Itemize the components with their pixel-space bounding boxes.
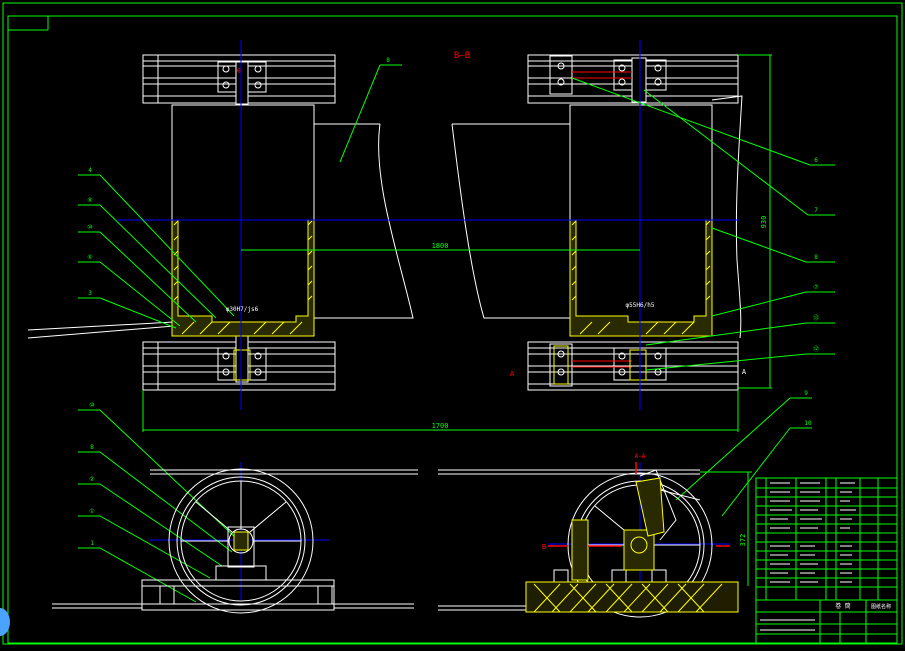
callout-label: 6: [814, 157, 818, 164]
section-label: B—B: [454, 51, 470, 61]
callout-label: ⑩: [89, 402, 94, 409]
title-block-text-rows: [760, 482, 856, 631]
callout-label: 9: [804, 390, 808, 397]
dimension-lines: [142, 54, 772, 586]
cursor-handle-icon[interactable]: [0, 608, 10, 636]
section-marker-right: A: [742, 368, 747, 376]
leader-lines: [78, 64, 835, 603]
title-block-name: 卷 筒: [835, 602, 851, 610]
bolt-group-top-left: [222, 65, 262, 376]
bottom-right-wheel: [438, 469, 739, 618]
callout-label: ⑩: [87, 224, 92, 231]
bottom-left-wheel: [52, 468, 418, 614]
callout-label: 7: [814, 207, 818, 214]
dimension-bottom-height: 372: [739, 534, 747, 547]
base-hatch-right: [525, 477, 739, 613]
callout-label: 8: [386, 57, 390, 64]
dimension-right-height: 930: [760, 216, 768, 229]
section-marker-b: B: [542, 543, 546, 551]
callout-label: ⑬: [813, 314, 819, 322]
top-left-assembly: [27, 54, 414, 391]
top-right-assembly: [451, 54, 743, 391]
callout-label: 3: [88, 290, 92, 297]
callout-label: 8: [90, 444, 94, 451]
callout-label: 4: [88, 167, 92, 174]
title-block-grid: [755, 477, 898, 644]
callout-label: ①: [89, 508, 94, 515]
section-line-red-bottom: [548, 462, 730, 547]
dimension-top-width: 1800: [432, 242, 449, 250]
callout-label: 10: [804, 420, 812, 427]
callout-label: ⑦: [813, 284, 818, 291]
drum-wall-left-hatch: [171, 219, 315, 381]
callout-label: ⑫: [813, 345, 819, 353]
bearing-mark-red: ⊕: [237, 66, 242, 75]
section-marker-aa: A-A: [635, 453, 646, 460]
callout-label: ⑧: [87, 197, 92, 204]
bolt-group-top-right: [557, 62, 662, 376]
callout-labels: 8 6 7 8 4 ⑧ ⑩ ⑥ 3 ⑦ ⑬ ⑫ ⑩ 8 ② ① 1 9 10: [87, 57, 819, 547]
fit-tolerance-right: φ55H6/h5: [626, 302, 655, 309]
shaft-red-top-right: [572, 71, 632, 368]
hub-left-yellow: [233, 531, 249, 551]
title-block-company: 图纸名称: [871, 603, 891, 610]
section-marker-left: A: [510, 370, 515, 378]
callout-label: 8: [814, 254, 818, 261]
fit-tolerance-left: φ30H7/js6: [226, 306, 259, 313]
callout-label: ②: [89, 476, 94, 483]
callout-label: 1: [90, 540, 94, 547]
callout-label: ⑥: [87, 254, 92, 261]
dimension-overall-width: 1700: [432, 422, 449, 430]
